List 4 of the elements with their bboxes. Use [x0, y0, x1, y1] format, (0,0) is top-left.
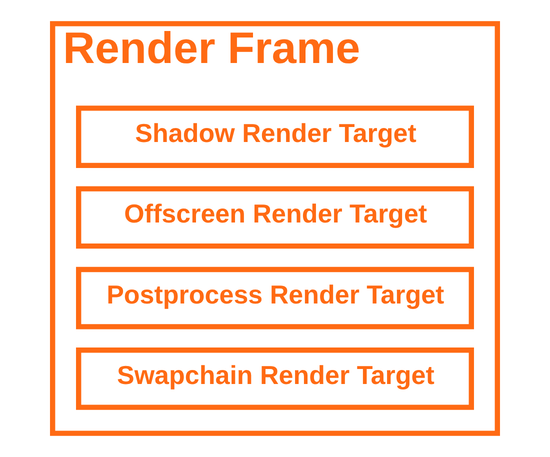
node-box: Postprocess Render Target	[76, 266, 474, 330]
node-box: Shadow Render Target	[76, 106, 474, 168]
node-box: Swapchain Render Target	[76, 348, 474, 410]
node-box: Offscreen Render Target	[76, 186, 474, 249]
